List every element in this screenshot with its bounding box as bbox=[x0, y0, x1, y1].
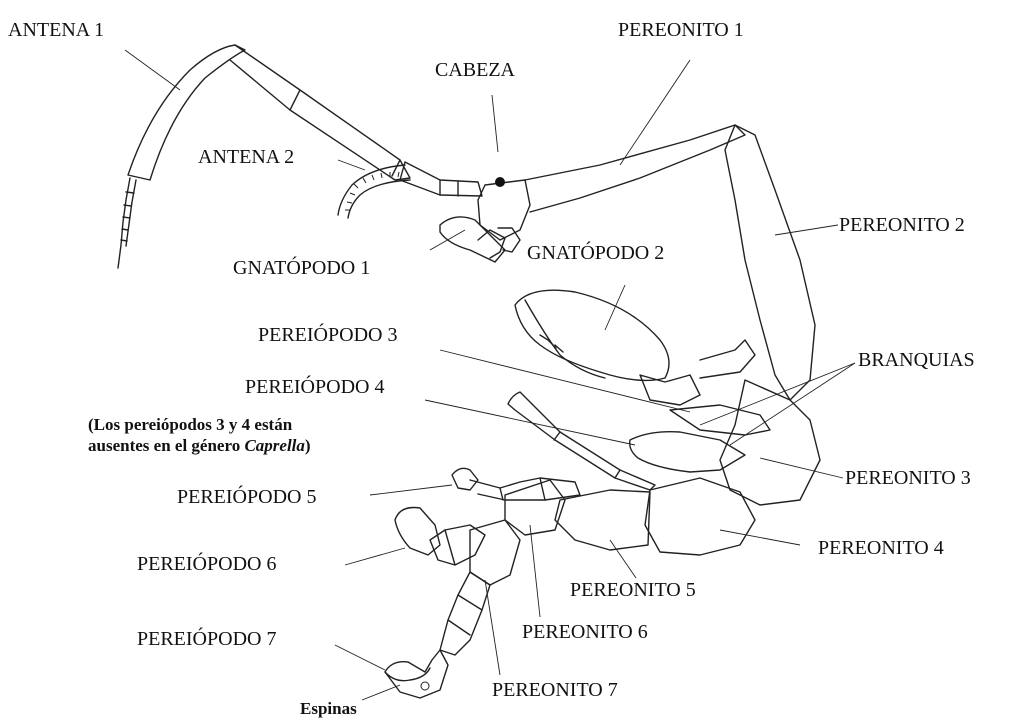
label-pereonito-7: PEREONITO 7 bbox=[492, 680, 618, 700]
note-line-2: ausentes en el género Caprella) bbox=[88, 435, 311, 456]
note-line-2-suffix: ) bbox=[305, 436, 311, 455]
label-pereonito-1: PEREONITO 1 bbox=[618, 20, 744, 40]
label-branquias: BRANQUIAS bbox=[858, 350, 975, 370]
note-absent-pereopods: (Los pereiópodos 3 y 4 están ausentes en… bbox=[88, 414, 311, 457]
pereonite-5-drawing bbox=[555, 490, 650, 550]
label-pereonito-6: PEREONITO 6 bbox=[522, 622, 648, 642]
gnathopod-2-drawing bbox=[515, 290, 755, 405]
label-pereiopodo-4: PEREIÓPODO 4 bbox=[245, 377, 384, 397]
label-espinas: Espinas bbox=[300, 700, 357, 717]
pereopod-3-4-drawing bbox=[508, 392, 655, 490]
label-pereonito-4: PEREONITO 4 bbox=[818, 538, 944, 558]
label-pereiopodo-3: PEREIÓPODO 3 bbox=[258, 325, 397, 345]
pereonite-3-drawing bbox=[720, 380, 820, 505]
note-line-2-prefix: ausentes en el género bbox=[88, 436, 244, 455]
gills-drawing bbox=[630, 405, 770, 472]
label-pereiopodo-7: PEREIÓPODO 7 bbox=[137, 629, 276, 649]
pereonite-2-drawing bbox=[725, 125, 815, 400]
antenna-2-drawing bbox=[338, 162, 482, 218]
pereopod-7-drawing bbox=[385, 572, 490, 698]
pereonite-4-drawing bbox=[645, 478, 755, 555]
eye-icon bbox=[495, 177, 505, 187]
label-pereonito-5: PEREONITO 5 bbox=[570, 580, 696, 600]
note-line-1: (Los pereiópodos 3 y 4 están bbox=[88, 414, 311, 435]
label-pereonito-2: PEREONITO 2 bbox=[839, 215, 965, 235]
label-pereonito-3: PEREONITO 3 bbox=[845, 468, 971, 488]
pereonite-6-drawing bbox=[505, 480, 565, 535]
label-antena-2: ANTENA 2 bbox=[198, 147, 294, 167]
note-genus: Caprella bbox=[244, 436, 304, 455]
label-pereiopodo-6: PEREIÓPODO 6 bbox=[137, 554, 276, 574]
label-gnatopodo-2: GNATÓPODO 2 bbox=[527, 243, 664, 263]
label-antena-1: ANTENA 1 bbox=[8, 20, 104, 40]
pereonite-1-drawing bbox=[525, 125, 745, 212]
label-cabeza: CABEZA bbox=[435, 60, 515, 80]
label-gnatopodo-1: GNATÓPODO 1 bbox=[233, 258, 370, 278]
pereopod-6-drawing bbox=[395, 508, 485, 566]
label-pereiopodo-5: PEREIÓPODO 5 bbox=[177, 487, 316, 507]
